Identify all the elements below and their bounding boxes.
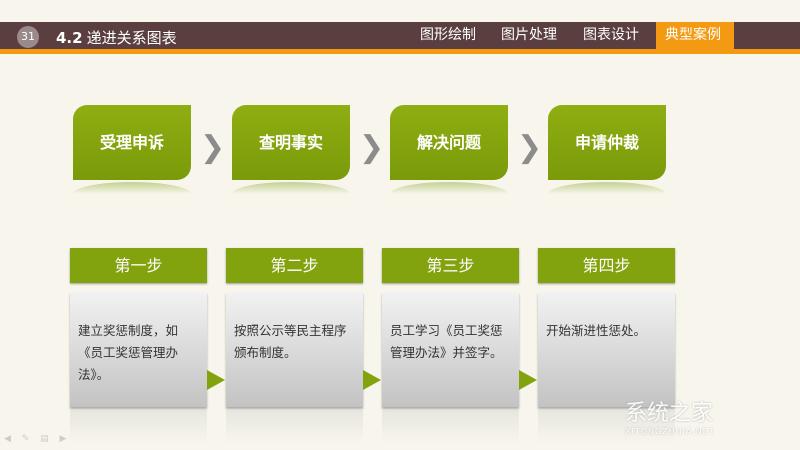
- process-box-2: 查明事实: [232, 105, 350, 180]
- process-box-4: 申请仲裁: [548, 105, 666, 180]
- reflection: [548, 182, 666, 194]
- reflection: [226, 410, 363, 445]
- step-card-2: 按照公示等民主程序颁布制度。: [226, 292, 363, 407]
- step-card-3: 员工学习《员工奖惩管理办法》并签字。: [382, 292, 519, 407]
- reflection: [390, 182, 508, 194]
- reflection: [73, 182, 191, 194]
- step-card-1: 建立奖惩制度，如《员工奖惩管理办法》。: [70, 292, 207, 407]
- section-number: 4.2: [56, 29, 83, 47]
- nav-tab-cases[interactable]: 典型案例: [656, 22, 734, 49]
- reflection: [70, 410, 207, 445]
- nav-tab-images[interactable]: 图片处理: [501, 27, 557, 43]
- nav-tab-charts[interactable]: 图表设计: [583, 27, 639, 43]
- watermark-text: 系统之家: [625, 401, 714, 426]
- nav-tab-shapes[interactable]: 图形绘制: [420, 27, 476, 43]
- watermark-subtext: XITONGZHIJIA.NET: [625, 427, 715, 436]
- chevron-right-icon: ❯: [359, 130, 385, 165]
- reflection: [538, 410, 675, 445]
- section-title-text: 递进关系图表: [86, 29, 177, 47]
- reflection: [382, 410, 519, 445]
- reflection: [232, 182, 350, 194]
- header-underline: [0, 49, 800, 54]
- arrow-right-icon: [519, 370, 537, 390]
- chevron-right-icon: ❯: [517, 130, 543, 165]
- arrow-right-icon: [363, 370, 381, 390]
- slide-number: 31: [17, 26, 39, 48]
- step-title-2: 第二步: [226, 248, 363, 283]
- step-title-1: 第一步: [70, 248, 207, 283]
- process-box-1: 受理申诉: [73, 105, 191, 180]
- step-title-3: 第三步: [382, 248, 519, 283]
- step-card-4: 开始渐进性惩处。: [538, 292, 675, 407]
- arrow-right-icon: [207, 370, 225, 390]
- process-box-3: 解决问题: [390, 105, 508, 180]
- step-title-4: 第四步: [538, 248, 675, 283]
- chevron-right-icon: ❯: [200, 130, 226, 165]
- slideshow-controls[interactable]: ◀ ✎ ▤ ▶: [4, 434, 71, 444]
